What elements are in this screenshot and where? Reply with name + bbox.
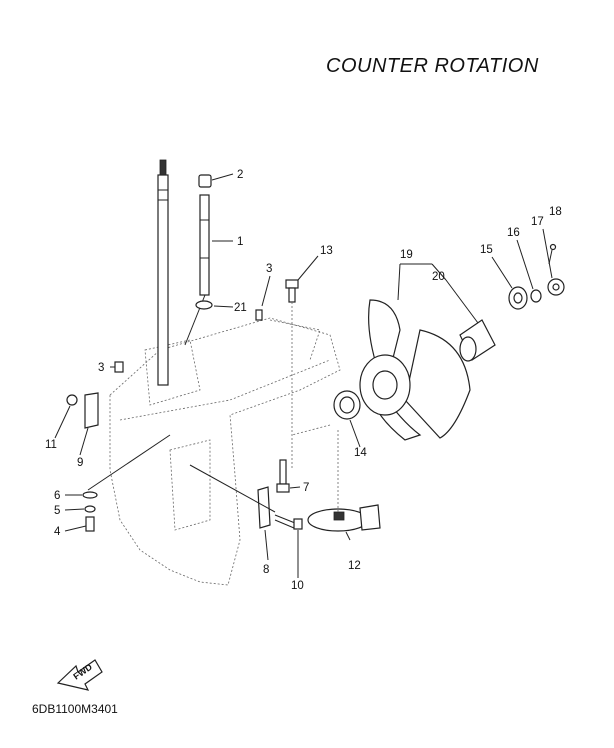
drive-shaft <box>157 159 169 386</box>
callout-15: 15 <box>480 244 493 256</box>
callout-17: 17 <box>531 216 544 228</box>
callout-19: 19 <box>400 249 413 261</box>
callout-20: 20 <box>432 271 445 283</box>
callout-11: 11 <box>45 439 57 451</box>
bolt-7-part <box>276 459 290 493</box>
grommet-part <box>198 174 212 188</box>
callout-16: 16 <box>507 227 520 239</box>
trim-tab-part <box>307 504 381 532</box>
anode-8-part <box>257 486 271 529</box>
propeller-part <box>359 299 471 441</box>
washer-6-part <box>82 491 98 499</box>
callout-21: 21 <box>234 302 247 314</box>
spacer-14-part <box>333 390 361 420</box>
washer-15-part <box>508 286 528 310</box>
leader-lines <box>54 173 553 578</box>
callout-2: 2 <box>237 169 243 181</box>
callout-10: 10 <box>291 580 304 592</box>
callout-1: 1 <box>237 236 243 248</box>
bolt-10-part <box>274 514 303 530</box>
lower-unit-housing <box>109 317 341 586</box>
callout-3-upper: 3 <box>266 263 272 275</box>
dowel-pin-left <box>114 361 124 373</box>
bolt-13-part <box>285 279 299 470</box>
callout-7: 7 <box>303 482 309 494</box>
cotter-pin-part <box>548 243 557 265</box>
callout-13: 13 <box>320 245 333 257</box>
callout-18: 18 <box>549 206 562 218</box>
bolt-4-part <box>85 516 95 532</box>
callout-8: 8 <box>263 564 269 576</box>
callout-3-left: 3 <box>98 362 104 374</box>
callout-12: 12 <box>348 560 361 572</box>
water-tube-part <box>184 194 210 346</box>
nut-11-part <box>66 394 78 406</box>
drawing-code: 6DB1100M3401 <box>32 702 118 716</box>
callout-14: 14 <box>354 447 367 459</box>
callout-9: 9 <box>77 457 83 469</box>
spline-20-part <box>459 319 496 362</box>
anode-9-part <box>84 392 99 429</box>
washer-5-part <box>84 505 96 513</box>
o-ring-part <box>195 300 213 310</box>
dowel-pin-upper <box>255 309 263 321</box>
nut-17-part <box>547 278 565 296</box>
callout-4: 4 <box>54 526 61 538</box>
diagram-title: COUNTER ROTATION <box>326 55 539 77</box>
callout-5: 5 <box>54 505 60 517</box>
callout-6: 6 <box>54 490 60 502</box>
washer-16-part <box>530 289 542 303</box>
callout-labels: 2 1 3 13 21 3 11 9 6 5 4 7 8 10 12 14 19… <box>45 169 562 592</box>
forward-arrow-icon: FWD <box>56 659 103 691</box>
